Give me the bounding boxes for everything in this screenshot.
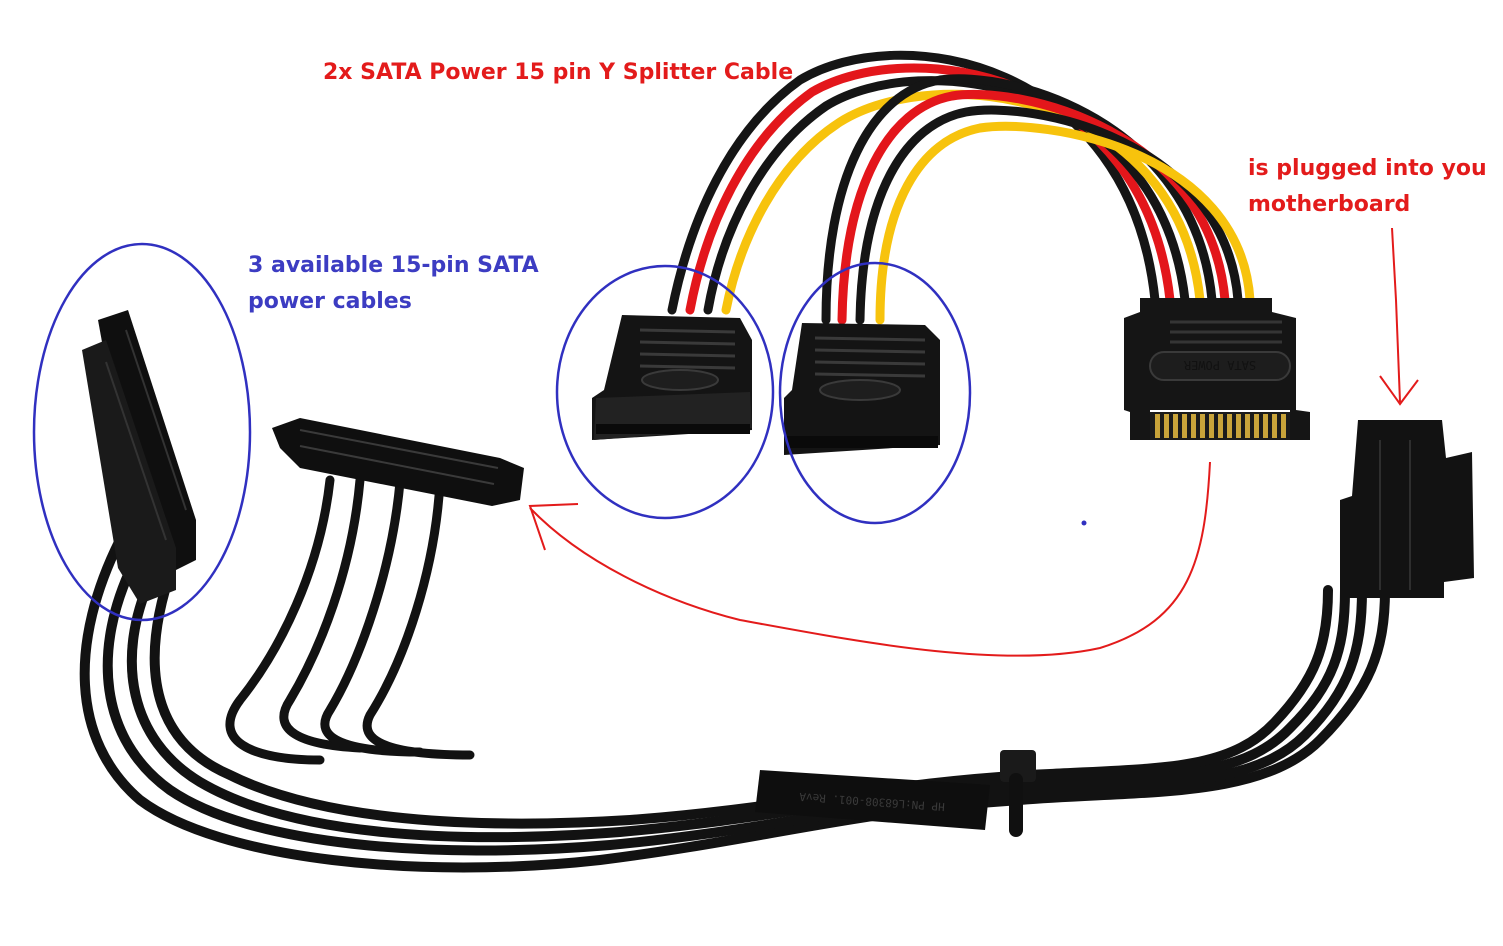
sata-power-print: SATA POWER	[1183, 358, 1256, 372]
stray-blue-dot	[1081, 520, 1087, 526]
plugged-label-line-2: motherboard	[1248, 192, 1411, 217]
sata-gold-pins	[1150, 412, 1290, 440]
hp-sata-connector-stack	[82, 310, 196, 604]
available-cables-label: 3 available 15-pin SATA power cables	[248, 248, 539, 320]
sata-female-connector-right	[784, 323, 940, 455]
available-label-line-2: power cables	[248, 289, 412, 314]
y-splitter-wires	[667, 50, 1255, 325]
plugged-label-line-1: is plugged into you	[1248, 156, 1487, 181]
red-arrow-to-motherboard	[1379, 227, 1419, 406]
highlight-left-female	[555, 264, 775, 520]
splitter-cable-label: 2x SATA Power 15 pin Y Splitter Cable	[323, 55, 793, 91]
highlight-hp-stack	[32, 242, 252, 622]
heat-shrink-label: HP PN:L68308-001. RevA	[755, 770, 990, 830]
cable-tie	[1000, 750, 1036, 837]
red-arrow-to-harness	[528, 461, 1211, 657]
right-branch-wires	[821, 74, 1255, 325]
hp-harness-wires	[79, 475, 1390, 873]
highlight-right-female	[778, 261, 972, 525]
blue-highlight-circles	[32, 242, 972, 622]
available-label-line-1: 3 available 15-pin SATA	[248, 253, 539, 278]
plugged-into-motherboard-label: is plugged into you motherboard	[1248, 151, 1487, 223]
sata-male-connector: SATA POWER	[1124, 298, 1310, 444]
motherboard-power-connector	[1340, 420, 1474, 598]
splitter-cable-label-text: 2x SATA Power 15 pin Y Splitter Cable	[323, 60, 794, 85]
sata-female-connector-left	[592, 315, 752, 440]
hp-sata-connector-horizontal	[272, 418, 524, 506]
left-branch-wires	[667, 50, 1205, 315]
